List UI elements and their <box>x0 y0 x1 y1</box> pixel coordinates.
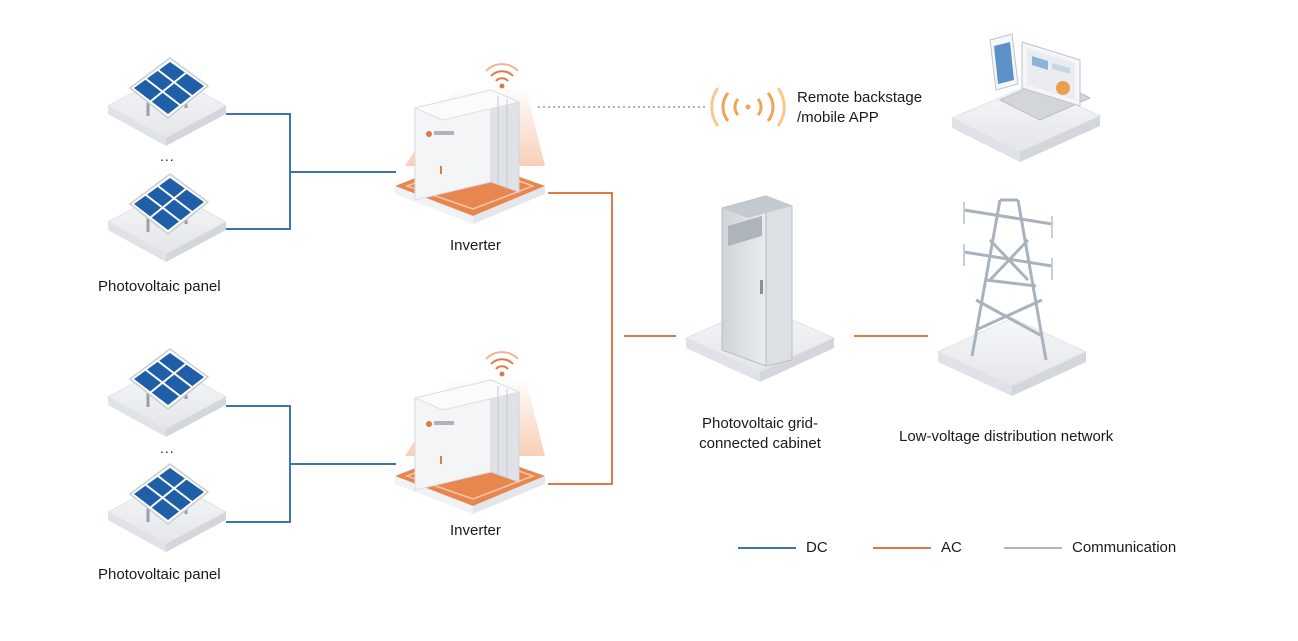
ellipsis-bottom: ... <box>160 440 175 456</box>
pv-panel-label-bottom: Photovoltaic panel <box>98 566 221 583</box>
wifi-icon-top <box>485 63 519 90</box>
distribution-label: Low-voltage distribution network <box>899 428 1114 445</box>
wifi-icon-bottom <box>485 351 519 378</box>
legend-communication: Communication <box>1004 539 1176 556</box>
legend-dc-label: DC <box>806 539 828 556</box>
inverter-1 <box>394 85 546 225</box>
grid-cabinet-icon <box>684 195 836 382</box>
ac-line <box>548 192 928 485</box>
signal-icon <box>710 87 786 127</box>
legend-dc-swatch <box>738 546 796 549</box>
dc-line-top <box>226 113 396 230</box>
legend-dc: DC <box>738 539 828 556</box>
pv-panel-2 <box>106 172 228 264</box>
cabinet-label-line1: Photovoltaic grid- <box>702 415 818 432</box>
pv-panel-label-top: Photovoltaic panel <box>98 278 221 295</box>
legend-communication-swatch <box>1004 546 1062 549</box>
legend-communication-label: Communication <box>1072 539 1177 556</box>
inverter-label-top: Inverter <box>450 237 501 254</box>
laptop-icon <box>950 33 1102 162</box>
legend-ac-label: AC <box>941 539 962 556</box>
ellipsis-top: ... <box>160 148 175 164</box>
inverter-2 <box>394 375 546 515</box>
pv-panel-1 <box>106 56 228 148</box>
legend-ac-swatch <box>873 546 931 549</box>
dc-line-bottom <box>226 405 396 523</box>
remote-label-line2: /mobile APP <box>797 109 879 126</box>
legend-ac: AC <box>873 539 962 556</box>
remote-label-line1: Remote backstage <box>797 89 923 106</box>
cabinet-label-line2: connected cabinet <box>699 435 821 452</box>
inverter-label-bottom: Inverter <box>450 522 501 539</box>
pv-panel-3 <box>106 347 228 439</box>
transmission-tower-icon <box>936 198 1088 396</box>
pv-panel-4 <box>106 462 228 554</box>
